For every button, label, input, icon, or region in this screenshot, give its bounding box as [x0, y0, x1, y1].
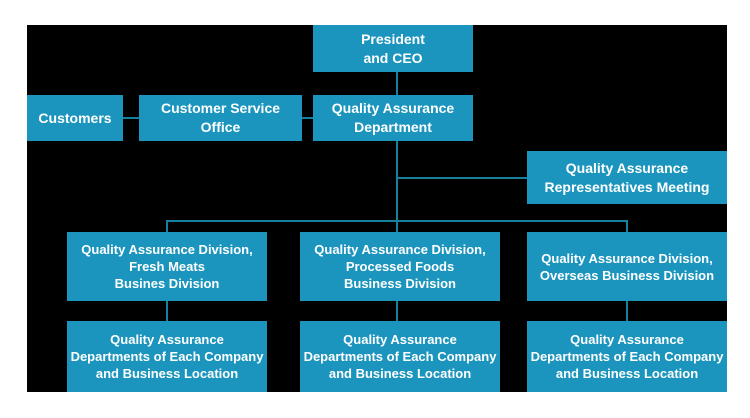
node-qa-representatives-meeting: Quality Assurance Representatives Meetin…: [527, 151, 727, 204]
node-customer-service-office-label: Customer Service Office: [160, 100, 281, 135]
org-chart-canvas: President and CEO Customers Customer Ser…: [27, 25, 727, 392]
node-president-and-ceo: President and CEO: [313, 25, 473, 72]
connector-rail-to-fresh-meats-division: [166, 221, 168, 232]
connector-overseas-division-to-departments: [626, 301, 628, 321]
node-qa-division-fresh-meats: Quality Assurance Division, Fresh Meats …: [67, 232, 267, 301]
node-qa-departments-overseas-label: Quality Assurance Departments of Each Co…: [530, 332, 724, 381]
node-qa-division-processed-foods: Quality Assurance Division, Processed Fo…: [300, 232, 500, 301]
node-customer-service-office: Customer Service Office: [139, 95, 302, 141]
node-qa-departments-processed-foods-label: Quality Assurance Departments of Each Co…: [303, 332, 497, 381]
node-qa-departments-fresh-meats-label: Quality Assurance Departments of Each Co…: [70, 332, 264, 381]
node-customers-label: Customers: [38, 109, 112, 126]
node-qa-departments-processed-foods: Quality Assurance Departments of Each Co…: [300, 321, 500, 392]
connector-rail-to-overseas-division: [626, 221, 628, 232]
connector-branch-to-representatives-meeting: [398, 177, 527, 179]
connector-distribution-rail: [166, 220, 628, 222]
node-qa-departments-overseas: Quality Assurance Departments of Each Co…: [527, 321, 727, 392]
connector-processed-foods-division-to-departments: [396, 301, 398, 321]
node-qa-representatives-meeting-label: Quality Assurance Representatives Meetin…: [544, 159, 710, 195]
connector-qa-department-trunk: [396, 140, 398, 232]
node-president-and-ceo-label: President and CEO: [361, 30, 425, 66]
node-customers: Customers: [27, 95, 123, 141]
node-quality-assurance-department: Quality Assurance Department: [313, 95, 473, 141]
node-qa-departments-fresh-meats: Quality Assurance Departments of Each Co…: [67, 321, 267, 392]
connector-president-to-qa-department: [396, 71, 398, 96]
node-qa-division-fresh-meats-label: Quality Assurance Division, Fresh Meats …: [81, 242, 253, 291]
node-qa-division-overseas: Quality Assurance Division, Overseas Bus…: [527, 232, 727, 301]
connector-fresh-meats-division-to-departments: [166, 301, 168, 321]
connector-customers-to-customer-service-office: [123, 117, 139, 119]
node-quality-assurance-department-label: Quality Assurance Department: [331, 100, 455, 135]
node-qa-division-overseas-label: Quality Assurance Division, Overseas Bus…: [539, 250, 715, 283]
node-qa-division-processed-foods-label: Quality Assurance Division, Processed Fo…: [314, 242, 486, 291]
connector-customer-service-office-to-qa-department: [302, 117, 313, 119]
